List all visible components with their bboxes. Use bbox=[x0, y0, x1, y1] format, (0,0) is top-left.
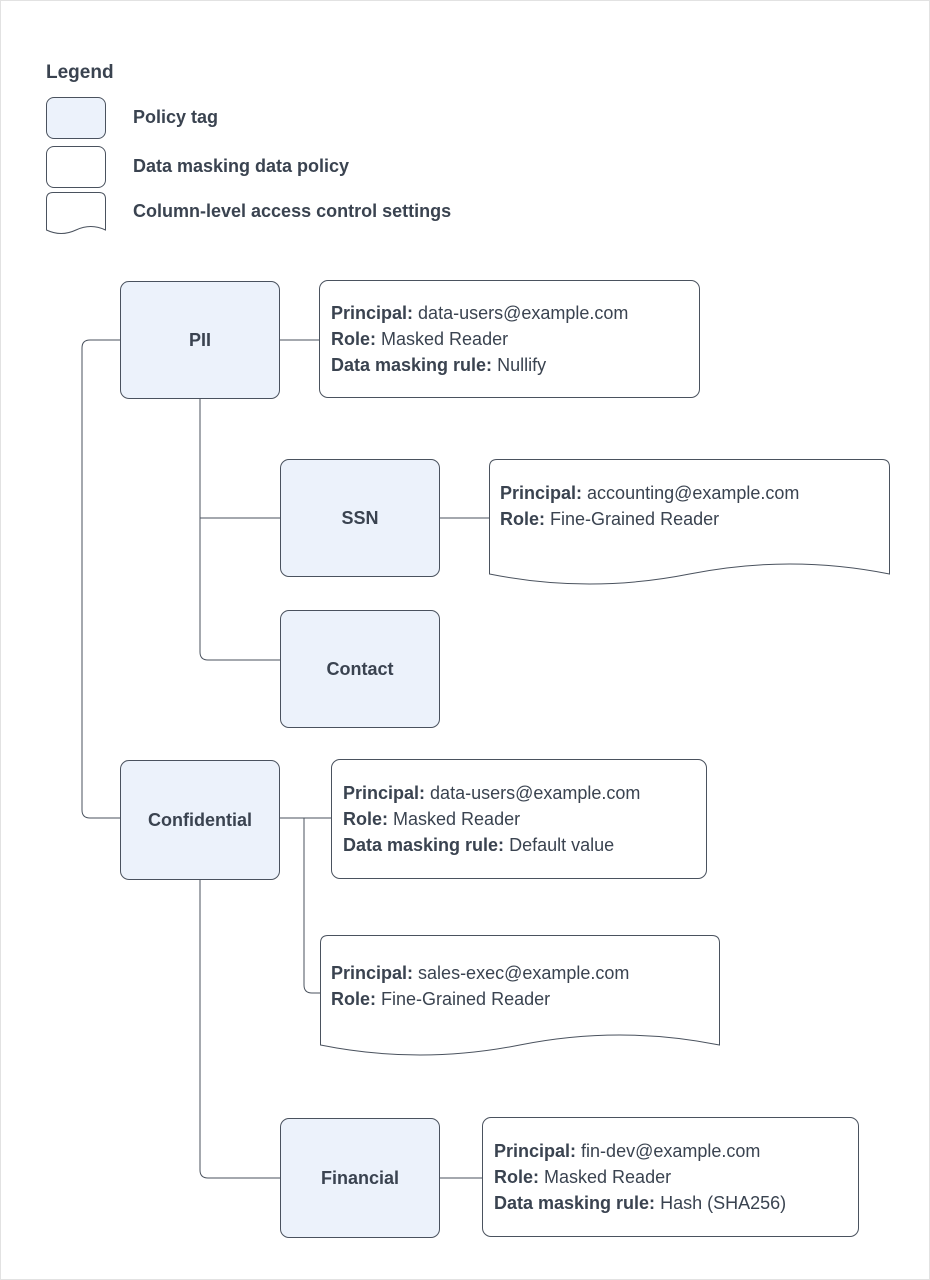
policy-line-label: Role: bbox=[343, 809, 388, 829]
policy-line: Role: Masked Reader bbox=[331, 326, 699, 352]
node-label: Confidential bbox=[148, 809, 252, 830]
node-financial: Financial bbox=[280, 1118, 440, 1238]
policy-line-value: Nullify bbox=[497, 355, 547, 375]
policy-line: Data masking rule: Hash (SHA256) bbox=[494, 1190, 858, 1216]
node-pii: PII bbox=[120, 281, 280, 399]
policy-line: Principal: data-users@example.com bbox=[331, 300, 699, 326]
policy-line-value: accounting@example.com bbox=[587, 483, 800, 503]
policy-line-label: Principal: bbox=[500, 483, 583, 503]
policy-line-label: Role: bbox=[494, 1167, 539, 1187]
policy-line-label: Principal: bbox=[331, 303, 414, 323]
policy-line: Data masking rule: Default value bbox=[343, 832, 706, 858]
policy-line-label: Data masking rule: bbox=[331, 355, 493, 375]
policy-line: Role: Fine-Grained Reader bbox=[331, 986, 720, 1012]
policy-line-value: data-users@example.com bbox=[430, 783, 641, 803]
access-settings-ssn: Principal: accounting@example.com Role: … bbox=[489, 459, 890, 594]
policy-line-label: Principal: bbox=[343, 783, 426, 803]
legend-title: Legend bbox=[46, 62, 114, 83]
node-confidential: Confidential bbox=[120, 760, 280, 880]
access-settings-confidential: Principal: sales-exec@example.com Role: … bbox=[320, 935, 720, 1065]
policy-line-value: Fine-Grained Reader bbox=[381, 989, 551, 1009]
policy-line: Principal: data-users@example.com bbox=[343, 780, 706, 806]
policy-line-value: fin-dev@example.com bbox=[581, 1141, 761, 1161]
legend-item-label: Policy tag bbox=[133, 107, 219, 127]
policy-line-label: Data masking rule: bbox=[494, 1193, 656, 1213]
policy-line-value: Hash (SHA256) bbox=[660, 1193, 787, 1213]
edge-confidential-accesssettings-line bbox=[303, 818, 320, 994]
policy-line-value: Fine-Grained Reader bbox=[550, 509, 720, 529]
policy-box-financial: Principal: fin-dev@example.com Role: Mas… bbox=[482, 1117, 859, 1237]
policy-line-label: Role: bbox=[500, 509, 545, 529]
legend-item-label: Column-level access control settings bbox=[133, 201, 452, 221]
policy-box-confidential: Principal: data-users@example.com Role: … bbox=[331, 759, 707, 879]
policy-line: Role: Masked Reader bbox=[494, 1164, 858, 1190]
policy-line-label: Role: bbox=[331, 989, 376, 1009]
policy-box-pii: Principal: data-users@example.com Role: … bbox=[319, 280, 700, 398]
policy-line-value: Masked Reader bbox=[544, 1167, 672, 1187]
policy-line-label: Principal: bbox=[331, 963, 414, 983]
node-label: Financial bbox=[320, 1167, 400, 1188]
node-label: SSN bbox=[341, 507, 379, 528]
document-shape-icon bbox=[46, 192, 106, 234]
document-shape-icon bbox=[320, 935, 720, 1056]
policy-line-label: Role: bbox=[331, 329, 376, 349]
edge-confidential-financial-line bbox=[199, 880, 280, 1179]
policy-line: Principal: accounting@example.com bbox=[500, 480, 890, 506]
access-settings-text: Principal: sales-exec@example.com Role: … bbox=[320, 935, 720, 1012]
legend-data-policy-swatch bbox=[46, 146, 106, 188]
edge-pii-confidential-line bbox=[81, 339, 120, 819]
node-ssn: SSN bbox=[280, 459, 440, 577]
policy-line: Role: Masked Reader bbox=[343, 806, 706, 832]
policy-line-value: Masked Reader bbox=[393, 809, 521, 829]
policy-line: Principal: sales-exec@example.com bbox=[331, 960, 720, 986]
policy-line: Data masking rule: Nullify bbox=[331, 352, 699, 378]
policy-line-label: Principal: bbox=[494, 1141, 577, 1161]
policy-line-value: Default value bbox=[509, 835, 615, 855]
policy-line: Principal: fin-dev@example.com bbox=[494, 1138, 858, 1164]
access-settings-text: Principal: accounting@example.com Role: … bbox=[489, 459, 890, 532]
policy-line-value: data-users@example.com bbox=[418, 303, 629, 323]
policy-line-label: Data masking rule: bbox=[343, 835, 505, 855]
edge-pii-contact-line bbox=[199, 399, 280, 661]
node-label: PII bbox=[188, 329, 211, 350]
policy-line-value: sales-exec@example.com bbox=[418, 963, 630, 983]
legend-policy-tag-swatch bbox=[46, 97, 106, 139]
legend-column-access-swatch bbox=[46, 192, 107, 243]
node-contact: Contact bbox=[280, 610, 440, 728]
policy-line: Role: Fine-Grained Reader bbox=[500, 506, 890, 532]
legend-item-label: Data masking data policy bbox=[133, 156, 350, 176]
node-label: Contact bbox=[326, 658, 394, 679]
policy-line-value: Masked Reader bbox=[381, 329, 509, 349]
document-shape-icon bbox=[489, 459, 890, 585]
